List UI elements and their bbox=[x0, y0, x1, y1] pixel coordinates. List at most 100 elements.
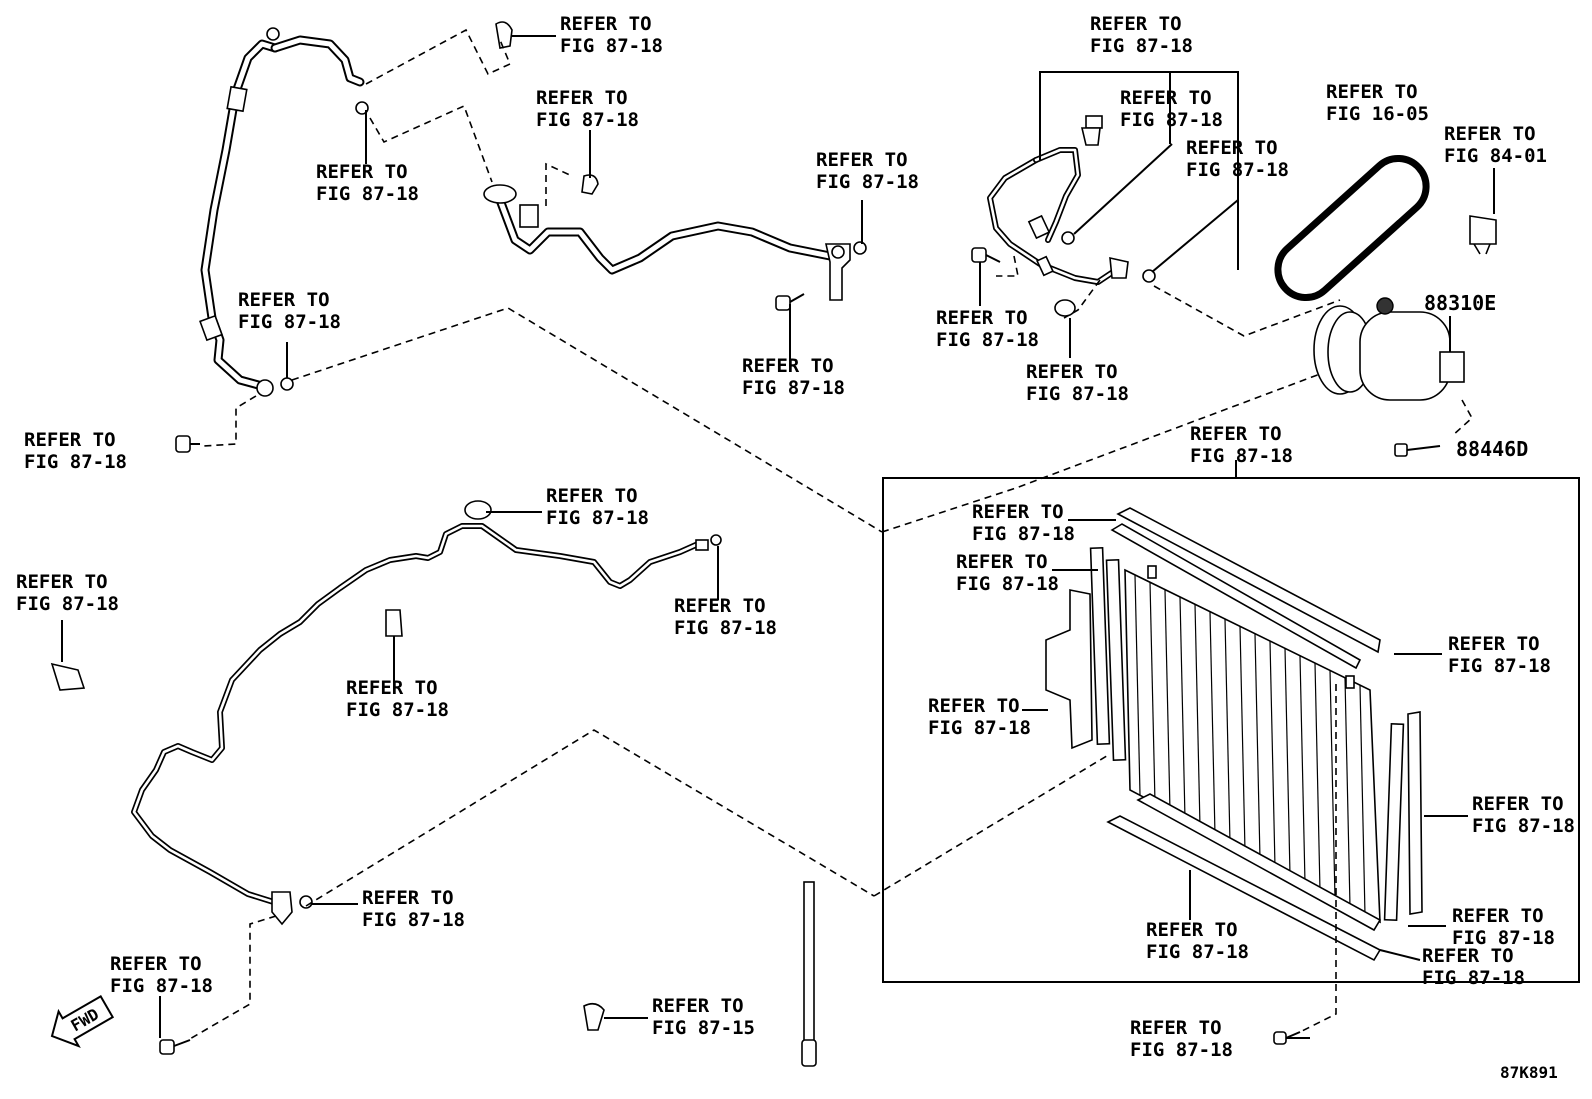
svg-text:FIG 87-18: FIG 87-18 bbox=[16, 593, 119, 615]
svg-text:REFER TO: REFER TO bbox=[1422, 945, 1514, 967]
svg-text:REFER TO: REFER TO bbox=[652, 995, 744, 1017]
svg-text:REFER TO: REFER TO bbox=[1190, 423, 1282, 445]
condenser-assembly-frame bbox=[882, 477, 1580, 983]
svg-text:REFER TO: REFER TO bbox=[1444, 123, 1536, 145]
svg-text:REFER TO: REFER TO bbox=[972, 501, 1064, 523]
svg-text:FIG 87-18: FIG 87-18 bbox=[238, 311, 341, 333]
svg-text:REFER TO: REFER TO bbox=[110, 953, 202, 975]
svg-text:FIG 87-18: FIG 87-18 bbox=[1190, 445, 1293, 467]
svg-text:FIG 87-18: FIG 87-18 bbox=[1448, 655, 1551, 677]
svg-text:FIG 87-18: FIG 87-18 bbox=[346, 699, 449, 721]
svg-text:REFER TO: REFER TO bbox=[24, 429, 116, 451]
svg-text:REFER TO: REFER TO bbox=[1090, 13, 1182, 35]
svg-text:REFER TO: REFER TO bbox=[956, 551, 1048, 573]
svg-text:REFER TO: REFER TO bbox=[546, 485, 638, 507]
svg-text:FIG 87-18: FIG 87-18 bbox=[816, 171, 919, 193]
svg-text:REFER TO: REFER TO bbox=[1186, 137, 1278, 159]
part-number-compressor-clutch: 88310E bbox=[1424, 291, 1496, 315]
svg-text:FIG 87-18: FIG 87-18 bbox=[110, 975, 213, 997]
svg-text:REFER TO: REFER TO bbox=[362, 887, 454, 909]
svg-text:FIG 87-15: FIG 87-15 bbox=[652, 1017, 755, 1039]
svg-text:REFER TO: REFER TO bbox=[742, 355, 834, 377]
svg-text:FIG 87-18: FIG 87-18 bbox=[742, 377, 845, 399]
svg-text:FIG 87-18: FIG 87-18 bbox=[1130, 1039, 1233, 1061]
svg-text:FIG 84-01: FIG 84-01 bbox=[1444, 145, 1547, 167]
drive-belt bbox=[1274, 155, 1430, 301]
svg-text:FIG 87-18: FIG 87-18 bbox=[560, 35, 663, 57]
svg-text:REFER TO: REFER TO bbox=[238, 289, 330, 311]
svg-text:FIG 87-18: FIG 87-18 bbox=[1026, 383, 1129, 405]
svg-text:REFER TO: REFER TO bbox=[1452, 905, 1544, 927]
svg-text:REFER TO: REFER TO bbox=[316, 161, 408, 183]
svg-text:FIG 87-18: FIG 87-18 bbox=[956, 573, 1059, 595]
svg-text:FIG 87-18: FIG 87-18 bbox=[674, 617, 777, 639]
svg-text:REFER TO: REFER TO bbox=[1326, 81, 1418, 103]
svg-text:FIG 87-18: FIG 87-18 bbox=[936, 329, 1039, 351]
svg-text:REFER TO: REFER TO bbox=[816, 149, 908, 171]
svg-text:FIG 87-18: FIG 87-18 bbox=[24, 451, 127, 473]
condenser bbox=[1045, 507, 1423, 962]
phantom-lines bbox=[187, 28, 1474, 1041]
svg-text:FIG 87-18: FIG 87-18 bbox=[1472, 815, 1575, 837]
svg-text:REFER TO: REFER TO bbox=[928, 695, 1020, 717]
svg-text:FIG 87-18: FIG 87-18 bbox=[1090, 35, 1193, 57]
svg-text:FIG 87-18: FIG 87-18 bbox=[362, 909, 465, 931]
svg-text:REFER TO: REFER TO bbox=[936, 307, 1028, 329]
liquid-tube-lower bbox=[131, 500, 709, 926]
suction-hose bbox=[483, 184, 851, 301]
part-number-compressor-bolt: 88446D bbox=[1456, 437, 1528, 461]
svg-text:FIG 87-18: FIG 87-18 bbox=[1186, 159, 1289, 181]
discharge-hose bbox=[199, 27, 365, 397]
svg-text:REFER TO: REFER TO bbox=[1448, 633, 1540, 655]
svg-text:REFER TO: REFER TO bbox=[674, 595, 766, 617]
svg-text:FIG 87-18: FIG 87-18 bbox=[1120, 109, 1223, 131]
fwd-arrow-icon: FWD bbox=[50, 994, 115, 1048]
svg-text:REFER TO: REFER TO bbox=[536, 87, 628, 109]
discharge-tube-upper bbox=[987, 115, 1129, 285]
svg-text:FIG 87-18: FIG 87-18 bbox=[928, 717, 1031, 739]
svg-text:FIG 16-05: FIG 16-05 bbox=[1326, 103, 1429, 125]
svg-text:REFER TO: REFER TO bbox=[1130, 1017, 1222, 1039]
svg-text:REFER TO: REFER TO bbox=[1120, 87, 1212, 109]
svg-text:FIG 87-18: FIG 87-18 bbox=[1422, 967, 1525, 989]
svg-text:REFER TO: REFER TO bbox=[346, 677, 438, 699]
svg-text:REFER TO: REFER TO bbox=[1146, 919, 1238, 941]
svg-text:FIG 87-18: FIG 87-18 bbox=[972, 523, 1075, 545]
compressor bbox=[1274, 155, 1497, 401]
bolts-and-clips bbox=[50, 21, 1441, 1055]
illustration-id: 87K891 bbox=[1500, 1063, 1558, 1082]
svg-text:REFER TO: REFER TO bbox=[1026, 361, 1118, 383]
svg-text:FIG 87-18: FIG 87-18 bbox=[1146, 941, 1249, 963]
svg-text:REFER TO: REFER TO bbox=[1472, 793, 1564, 815]
